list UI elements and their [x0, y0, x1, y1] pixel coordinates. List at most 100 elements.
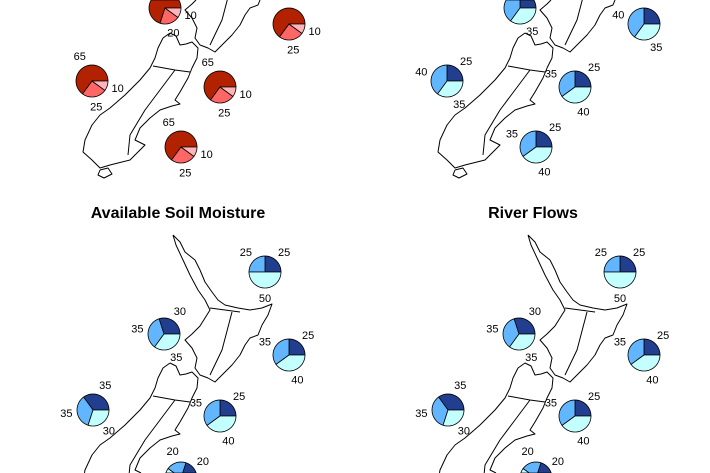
pie-slice-label: 35 [453, 99, 465, 111]
pie-slice-label: 50 [259, 293, 271, 305]
pie-slice [446, 64, 464, 82]
pie-slice [520, 468, 530, 473]
pie-slice-label: 20 [197, 456, 209, 468]
pie-slice-label: 25 [595, 247, 607, 259]
pie-slice [219, 86, 237, 97]
pie-chart: 35 35 30 [415, 380, 470, 438]
pie-slice-label: 25 [240, 247, 252, 259]
coastline [527, 234, 628, 383]
pie-slice [643, 7, 661, 25]
pie-slice [603, 271, 637, 289]
pie-slice-label: 35 [525, 352, 537, 364]
pie-slice [535, 130, 553, 148]
pie-slice-label: 10 [201, 149, 213, 161]
pie-slice-label: 35 [650, 42, 662, 54]
pie-slice [438, 393, 465, 411]
pie-slice [513, 317, 536, 335]
pie-slice [561, 415, 592, 433]
coastline [184, 0, 261, 53]
coastline [439, 362, 554, 473]
pie-slice-label: 35 [526, 26, 538, 38]
pie-slice-label: 35 [454, 380, 466, 392]
pie-slice-label: 35 [545, 398, 557, 410]
coastline [97, 167, 113, 179]
pie-slice-label: 25 [90, 102, 102, 114]
pie-slice [272, 338, 290, 365]
pie-slice [219, 399, 237, 417]
coastline [437, 32, 554, 169]
coastline [209, 307, 241, 313]
panel-title: Available Soil Moisture [91, 205, 266, 222]
pie-slice [275, 354, 306, 372]
pie-slice [558, 399, 576, 426]
pie-slice [75, 64, 109, 95]
pie-slice [519, 0, 537, 9]
nz-map-outline [82, 0, 261, 179]
coastline [152, 65, 191, 73]
pie-slice [203, 399, 221, 426]
pie-slice-label: 35 [545, 69, 557, 81]
pie-slice [522, 146, 553, 164]
pie-slice [561, 86, 592, 104]
pie-slice [206, 415, 237, 433]
pie-slice-label: 35 [415, 408, 427, 420]
pie-slice-label: 20 [167, 28, 179, 40]
pie-slice-label: 40 [577, 436, 589, 448]
pie-slice [171, 146, 195, 164]
pie-slice [522, 461, 542, 473]
coastline [483, 399, 531, 473]
pie-slice [288, 23, 306, 34]
pie-slice [158, 317, 181, 335]
pie-slice-label: 25 [218, 108, 230, 120]
pie-slice-label: 35 [60, 408, 72, 420]
coastline [564, 0, 583, 46]
nz-map-outline [84, 234, 273, 473]
pie-chart: 35 35 30 [60, 380, 115, 438]
pie-slice [76, 396, 94, 426]
pie-slice [627, 7, 645, 38]
coastline [539, 0, 616, 53]
pie-slice [164, 7, 182, 18]
pie-slice [510, 7, 537, 25]
coastline [152, 395, 191, 403]
nz-map-outline [439, 234, 628, 473]
coastline [507, 395, 546, 403]
pie-slice-label: 65 [74, 51, 86, 63]
panel-bottom-left: Available Soil Moisture 2525503035352535… [60, 205, 314, 473]
pie-slice-label: 25 [460, 56, 472, 68]
pie-slice [503, 0, 521, 22]
pie-slice-label: 30 [458, 426, 470, 438]
pie-slice [164, 130, 198, 161]
pie-slice-label: 35 [506, 129, 518, 141]
coastline [127, 69, 176, 156]
pie-slice-label: 35 [259, 337, 271, 349]
coastline [564, 307, 596, 313]
pie-slice-label: 35 [131, 324, 143, 336]
pie-slice [83, 393, 110, 411]
pie-slice-label: 35 [190, 398, 202, 410]
pie-slice [210, 86, 234, 104]
pie-slice-label: 25 [588, 62, 600, 74]
coastline [482, 69, 531, 156]
pie-slice [430, 64, 448, 95]
pie-slice-label: 25 [233, 391, 245, 403]
pie-slice [619, 255, 637, 273]
pie-slice [502, 318, 520, 348]
pie-slice-label: 35 [99, 380, 111, 392]
pie-slice-label: 30 [103, 426, 115, 438]
pie-slice-label: 50 [614, 293, 626, 305]
pie-slice [574, 399, 592, 417]
